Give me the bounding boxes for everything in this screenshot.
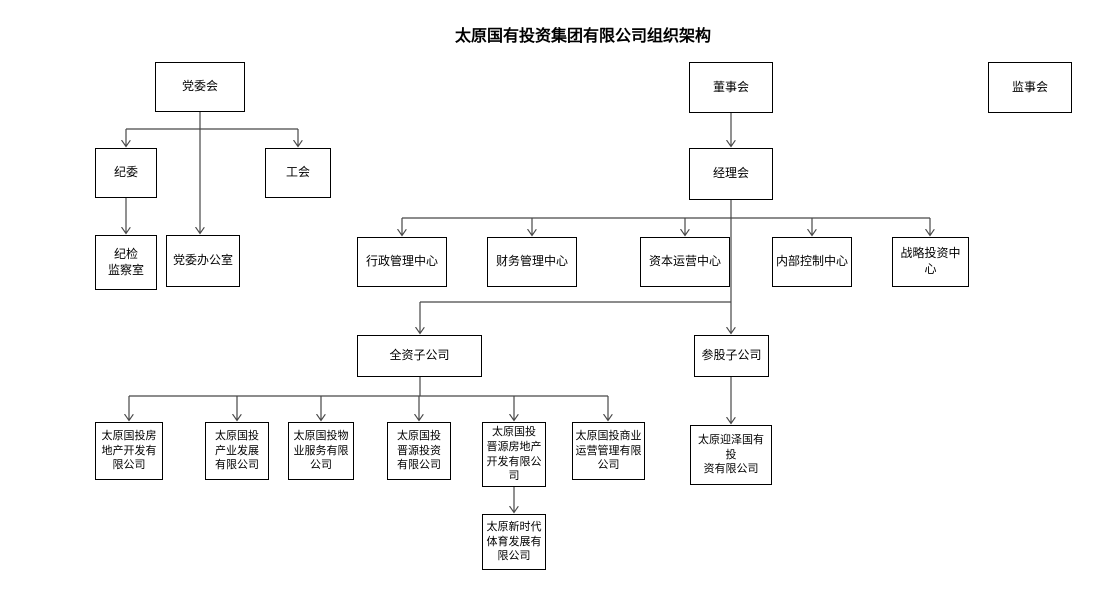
org-node-capital-center: 资本运营中心 bbox=[640, 237, 730, 287]
org-node-board-of-supervisors: 监事会 bbox=[988, 62, 1072, 113]
org-node-property-service-co: 太原国投物 业服务有限 公司 bbox=[288, 422, 354, 480]
org-node-discipline-committee: 纪委 bbox=[95, 148, 157, 198]
org-node-finance-center: 财务管理中心 bbox=[487, 237, 577, 287]
org-node-party-committee: 党委会 bbox=[155, 62, 245, 112]
org-node-commercial-mgmt-co: 太原国投商业 运营管理有限 公司 bbox=[572, 422, 645, 480]
org-node-real-estate-co: 太原国投房 地产开发有 限公司 bbox=[95, 422, 163, 480]
org-node-admin-center: 行政管理中心 bbox=[357, 237, 447, 287]
org-node-yingze-investment-co: 太原迎泽国有投 资有限公司 bbox=[690, 425, 772, 485]
org-node-party-committee-office: 党委办公室 bbox=[166, 235, 240, 287]
org-node-jinyuan-real-estate-co: 太原国投 晋源房地产 开发有限公 司 bbox=[482, 422, 546, 487]
org-node-management-committee: 经理会 bbox=[689, 148, 773, 200]
org-node-equity-participation-subsidiaries: 参股子公司 bbox=[694, 335, 769, 377]
org-node-board-of-directors: 董事会 bbox=[689, 62, 773, 113]
chart-title: 太原国有投资集团有限公司组织架构 bbox=[454, 26, 712, 45]
org-node-jinyuan-investment-co: 太原国投 晋源投资 有限公司 bbox=[387, 422, 451, 480]
org-node-internal-control-center: 内部控制中心 bbox=[772, 237, 852, 287]
org-node-labor-union: 工会 bbox=[265, 148, 331, 198]
org-node-strategic-investment-center: 战略投资中心 bbox=[892, 237, 969, 287]
org-node-wholly-owned-subsidiaries: 全资子公司 bbox=[357, 335, 482, 377]
org-node-discipline-inspection-office: 纪检 监察室 bbox=[95, 235, 157, 290]
org-node-industry-dev-co: 太原国投 产业发展 有限公司 bbox=[205, 422, 269, 480]
org-node-new-era-sports-co: 太原新时代 体育发展有 限公司 bbox=[482, 514, 546, 570]
